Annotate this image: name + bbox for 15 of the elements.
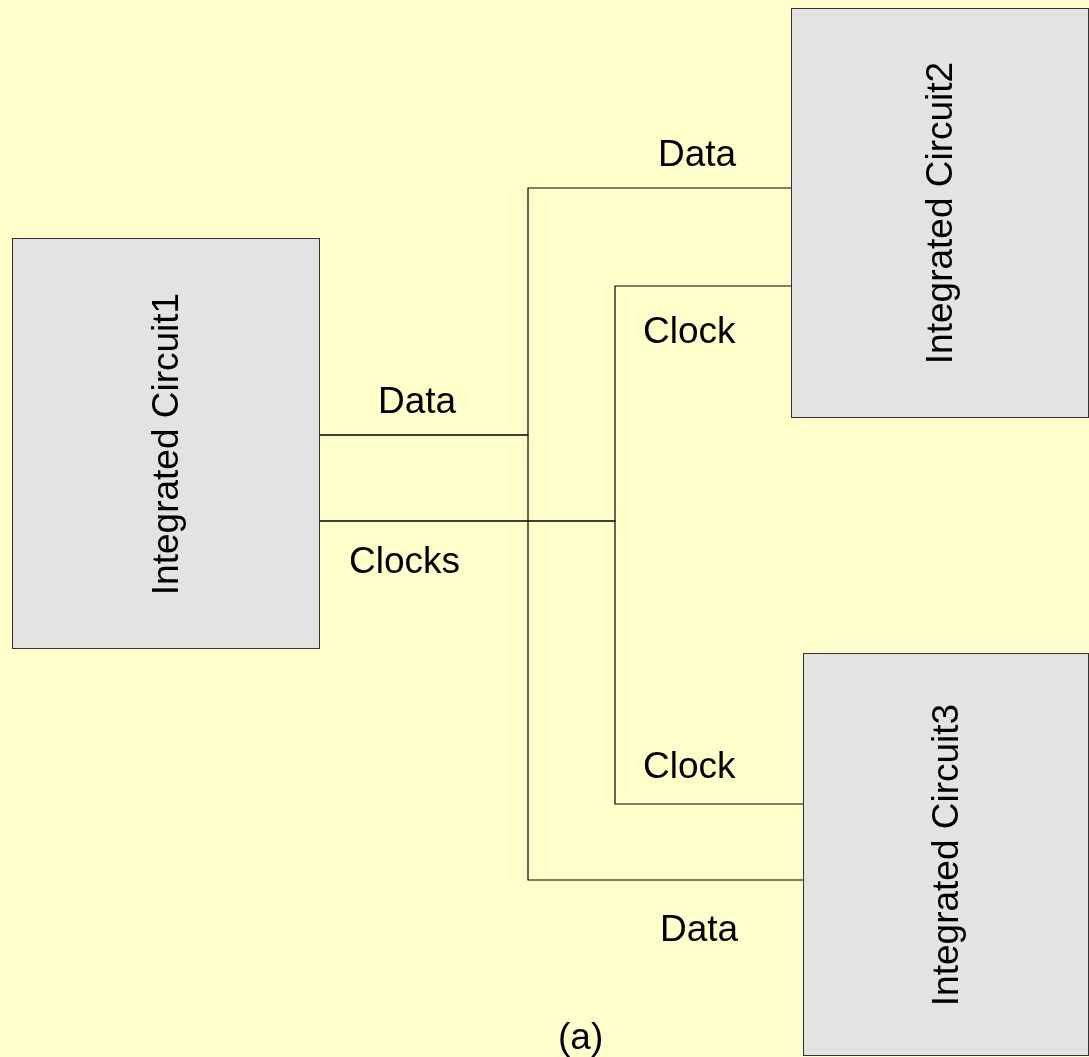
edge-label: Clock <box>643 747 736 784</box>
chip-label: Integrated Circuit3 <box>923 703 967 1006</box>
signal-line <box>319 520 804 805</box>
chip-box <box>12 238 320 649</box>
edge-label: Clock <box>643 312 736 349</box>
signal-label: Clocks <box>349 542 461 579</box>
chip-label: Integrated Circuit1 <box>143 292 187 595</box>
edge-label: Data <box>658 135 737 172</box>
edge-label: Data <box>660 910 739 947</box>
signal-label: Data <box>378 382 457 419</box>
chip-box <box>803 653 1089 1056</box>
chip-box <box>791 8 1089 418</box>
figure-label: (a) <box>558 1018 604 1055</box>
signal-line <box>319 434 804 881</box>
chip-label: Integrated Circuit2 <box>917 61 961 365</box>
